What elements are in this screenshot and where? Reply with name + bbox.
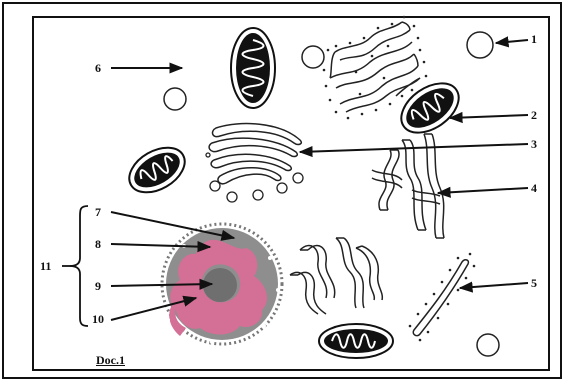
- rough-er-fragment: [409, 253, 476, 342]
- vesicle: [467, 32, 493, 58]
- golgi-vesicles: [206, 153, 303, 202]
- inner-frame: [33, 17, 549, 370]
- label-7: 7: [95, 206, 101, 218]
- label-10: 10: [92, 313, 104, 325]
- label-9: 9: [95, 280, 101, 292]
- vesicle: [164, 88, 186, 110]
- mitochondrion: [392, 73, 467, 142]
- label-4: 4: [531, 182, 537, 194]
- label-2: 2: [531, 109, 537, 121]
- label-1: 1: [531, 33, 537, 45]
- vesicle: [302, 46, 324, 68]
- label-3: 3: [531, 138, 537, 150]
- mitochondrion: [319, 324, 393, 358]
- figure-caption: Doc.1: [96, 353, 125, 368]
- label-5: 5: [531, 277, 537, 289]
- golgi-apparatus: [209, 124, 301, 184]
- smooth-endoplasmic-reticulum: [290, 238, 382, 314]
- label-8: 8: [95, 238, 101, 250]
- mitochondrion: [122, 139, 193, 202]
- label-6: 6: [95, 62, 101, 74]
- vesicle: [477, 334, 499, 356]
- mitochondrion: [231, 28, 275, 108]
- rough-endoplasmic-reticulum: [330, 22, 420, 112]
- bracket-11: [70, 206, 88, 326]
- label-11: 11: [40, 260, 51, 272]
